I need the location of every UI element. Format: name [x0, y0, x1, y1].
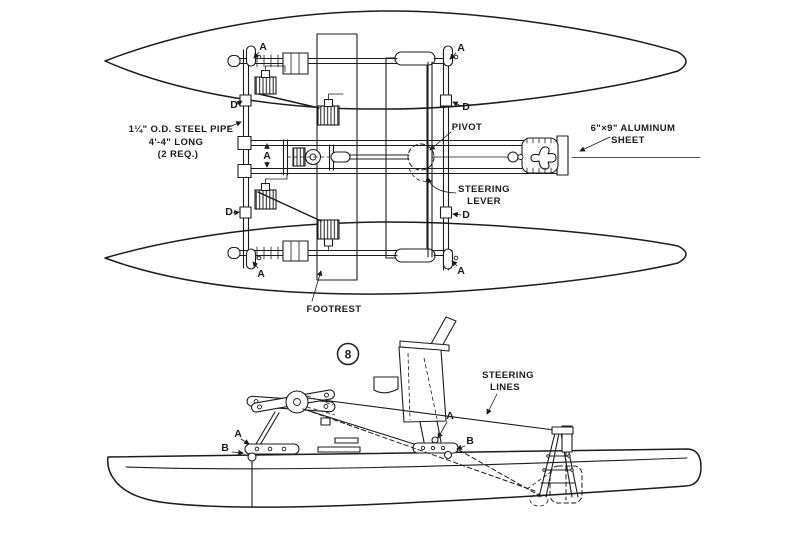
hull-profile — [107, 437, 702, 508]
marker-a: A — [446, 410, 454, 422]
marker-d: D — [225, 206, 233, 218]
marker-b: B — [221, 442, 229, 454]
lever-assembly — [244, 389, 336, 462]
connecting-rod — [258, 93, 320, 109]
sprocket-block — [254, 76, 277, 95]
marker-d: D — [462, 101, 470, 113]
sprocket-block — [317, 219, 340, 240]
rudder-post-head — [561, 425, 573, 453]
seat — [373, 316, 459, 460]
side-view: STEERING LINES A B A B — [107, 316, 702, 508]
marker-b: B — [466, 435, 474, 447]
aluminum-sheet-label-line2: SHEET — [611, 135, 645, 146]
middle-rails — [237, 135, 560, 179]
pivot-label: PIVOT — [452, 122, 483, 133]
rear-plank — [385, 51, 436, 263]
rudder-blade-hidden — [549, 465, 583, 504]
steel-pipe-left — [242, 49, 250, 269]
rudder-head — [521, 137, 559, 174]
shaft-coupling — [330, 151, 351, 163]
marker-a: A — [259, 41, 267, 53]
plan-view: 1¼" O.D. STEEL PIPE 4'-4" LONG (2 REQ.) … — [104, 10, 701, 315]
steel-pipe-right — [442, 49, 450, 271]
rudder-yoke — [530, 146, 557, 170]
pipe-note-line1: 1¼" O.D. STEEL PIPE — [129, 124, 234, 135]
side-view-labels: STEERING LINES A B A B — [221, 370, 534, 456]
marker-a: A — [457, 42, 465, 54]
steering-lines — [302, 397, 555, 498]
deck-plate — [317, 446, 361, 453]
marker-d: D — [230, 99, 238, 111]
front-crossbar — [227, 52, 453, 75]
aluminum-sheet-edge — [556, 135, 569, 176]
marker-a: A — [257, 268, 265, 280]
plan-view-labels: 1¼" O.D. STEEL PIPE 4'-4" LONG (2 REQ.) … — [129, 41, 701, 315]
marker-d: D — [462, 209, 470, 221]
marker-a: A — [457, 265, 465, 277]
sprocket-block — [317, 105, 340, 126]
seat-rail — [399, 340, 450, 352]
steering-lines-label-line1: STEERING — [482, 370, 534, 381]
pipe-note-line3: (2 REQ.) — [158, 149, 199, 160]
steering-lever-label-line2: LEVER — [467, 196, 501, 207]
footrest-label: FOOTREST — [307, 304, 362, 315]
figure-number-badge: 8 — [336, 342, 360, 366]
rear-crossbar — [227, 240, 453, 262]
aluminum-sheet-label-line1: 6"×9" ALUMINUM — [591, 123, 676, 134]
steering-lever-label-line1: STEERING — [458, 184, 510, 195]
seat-box — [398, 346, 447, 423]
marker-a: A — [263, 150, 271, 162]
stern-bracket — [526, 425, 583, 507]
connecting-rod — [257, 191, 322, 222]
seat-deck-fitting — [412, 442, 459, 454]
deck-plate — [334, 437, 359, 444]
pivot-circle — [407, 143, 435, 171]
rudder-assembly — [407, 135, 569, 185]
eyebolt-fittings — [245, 45, 459, 270]
pedal-drive — [254, 65, 410, 252]
seat-side-bracket — [373, 376, 399, 394]
pipe-note-line2: 4'-4" LONG — [149, 137, 204, 148]
steering-lever-bar — [427, 61, 433, 258]
figure-number: 8 — [345, 348, 352, 362]
steering-lines-label-line2: LINES — [490, 382, 520, 393]
deck-fittings — [239, 94, 453, 219]
marker-a: A — [234, 428, 242, 440]
